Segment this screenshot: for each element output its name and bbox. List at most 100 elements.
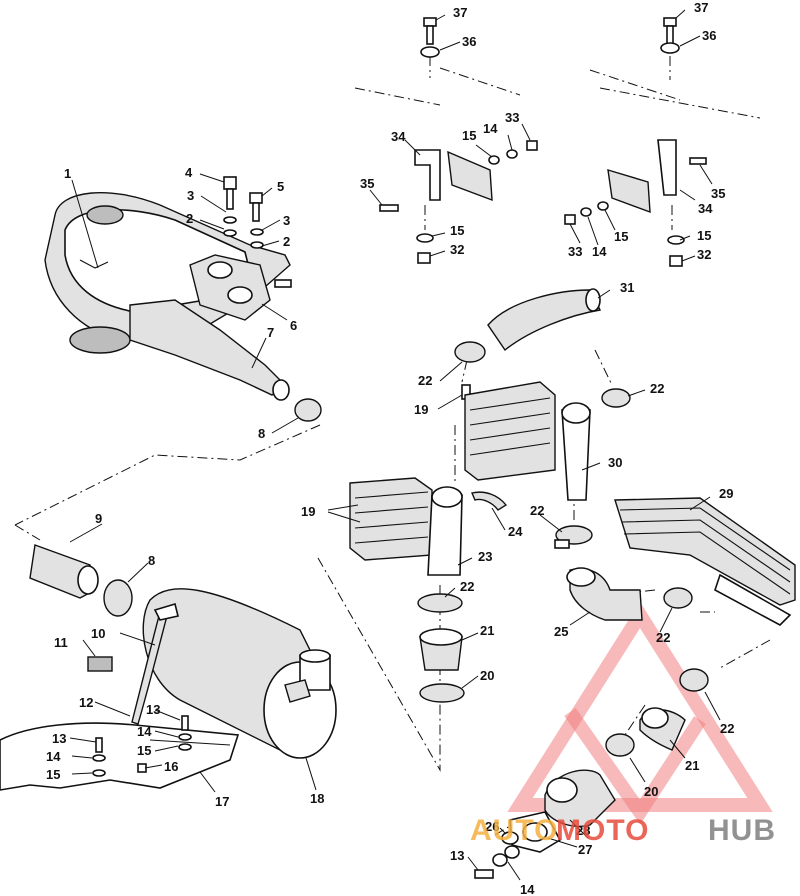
callout-19: 19 (414, 402, 428, 417)
callout-4: 4 (185, 165, 193, 180)
hardware-2-3-4-5 (223, 176, 264, 249)
hardware-13-14-bottom (474, 845, 520, 879)
callout-35: 35 (711, 186, 725, 201)
callout-21: 21 (480, 623, 494, 638)
callout-33: 33 (568, 244, 582, 259)
callout-15: 15 (462, 128, 476, 143)
callout-26: 26 (485, 819, 499, 834)
callout-14: 14 (46, 749, 61, 764)
callout-24: 24 (508, 524, 523, 539)
callout-36: 36 (702, 28, 716, 43)
callout-22: 22 (418, 373, 432, 388)
watermark-auto: AUTO (470, 814, 558, 847)
callout-27: 27 (578, 842, 592, 857)
heat-exchanger-19 (349, 477, 433, 561)
assembly-lines (14, 56, 771, 836)
callout-32: 32 (450, 242, 464, 257)
clamp-22-e (663, 587, 693, 609)
bolt-35-left (379, 204, 399, 212)
callout-9: 9 (95, 511, 102, 526)
callout-13: 13 (52, 731, 66, 746)
bracket-34-left (414, 149, 493, 202)
manifold-6 (189, 254, 292, 321)
callout-25: 25 (554, 624, 568, 639)
callout-17: 17 (215, 794, 229, 809)
callout-31: 31 (620, 280, 634, 295)
clamp-8-top (294, 398, 322, 422)
callout-34: 34 (391, 129, 406, 144)
strap-12 (131, 602, 179, 725)
callout-20: 20 (480, 668, 494, 683)
callout-8: 8 (258, 426, 265, 441)
leader-lines (69, 9, 721, 881)
callout-22: 22 (650, 381, 664, 396)
washer-36-left (420, 46, 440, 58)
clamp-20-b (605, 733, 635, 757)
clamp-22-d (417, 593, 463, 613)
hardware-13-14-15-16 (92, 715, 192, 777)
small-hardware-top (416, 140, 685, 267)
callout-20: 20 (644, 784, 658, 799)
coupler-21-a (419, 628, 463, 671)
bolt-35-right (689, 157, 707, 165)
tube-23 (427, 486, 463, 576)
heat-exchanger-30 (464, 381, 591, 501)
watermark-text: AUTO MOTO HUB (470, 814, 776, 847)
callout-36: 36 (462, 34, 476, 49)
mount-bolt-37-right (663, 17, 677, 45)
heat-exchanger-29 (614, 497, 796, 626)
shield-17 (0, 722, 240, 791)
callout-22: 22 (656, 630, 670, 645)
callout-10: 10 (91, 626, 105, 641)
bracket-34-right (607, 139, 677, 214)
callout-30: 30 (608, 455, 622, 470)
callout-14: 14 (137, 724, 152, 739)
hose-24 (471, 491, 508, 511)
elbow-25 (566, 567, 643, 621)
tube-31 (487, 288, 602, 352)
callout-13: 13 (450, 848, 464, 863)
callout-37: 37 (694, 0, 708, 15)
callout-14: 14 (592, 244, 607, 259)
clamp-22-b (601, 388, 631, 408)
callout-2: 2 (186, 211, 193, 226)
watermark-moto: MOTO (556, 814, 649, 847)
clamp-20-a (419, 683, 465, 703)
outlet-28 (544, 769, 616, 827)
callout-15: 15 (46, 767, 60, 782)
callout-13: 13 (146, 702, 160, 717)
clamp-22-f (679, 668, 709, 692)
callout-11: 11 (54, 635, 68, 650)
mount-bolt-37-left (423, 17, 437, 45)
callout-5: 5 (277, 179, 284, 194)
callout-15: 15 (697, 228, 711, 243)
callout-23: 23 (478, 549, 492, 564)
callout-15: 15 (450, 223, 464, 238)
callout-12: 12 (79, 695, 93, 710)
watermark-hub: HUB (708, 814, 776, 847)
callout-1: 1 (64, 166, 71, 181)
washer-36-right (660, 42, 680, 54)
watermark-logo (507, 601, 773, 825)
callout-6: 6 (290, 318, 297, 333)
callout-8: 8 (148, 553, 155, 568)
callout-14: 14 (483, 121, 498, 136)
callout-22: 22 (460, 579, 474, 594)
tail-pipe-9 (29, 544, 99, 599)
callout-34: 34 (698, 201, 713, 216)
clamp-8-low (103, 579, 133, 617)
callout-15: 15 (614, 229, 628, 244)
callout-2: 2 (283, 234, 290, 249)
callout-22: 22 (720, 721, 734, 736)
callout-3: 3 (283, 213, 290, 228)
callout-3: 3 (187, 188, 194, 203)
callout-22: 22 (530, 503, 544, 518)
callout-18: 18 (310, 791, 324, 806)
fitting-22-c (554, 539, 570, 549)
callout-28: 28 (576, 823, 590, 838)
clamp-22-a (454, 341, 486, 363)
callout-15: 15 (137, 743, 151, 758)
callout-14: 14 (520, 882, 535, 896)
callout-16: 16 (164, 759, 178, 774)
